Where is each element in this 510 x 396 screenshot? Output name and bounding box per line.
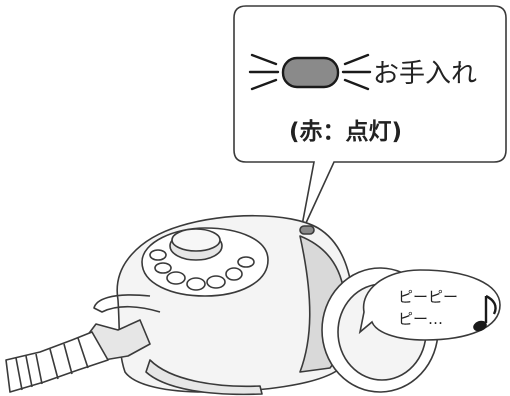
carry-handle <box>93 294 161 313</box>
front-bumper <box>145 359 263 396</box>
control-button <box>206 275 226 289</box>
hose-ribs <box>15 337 89 391</box>
light-rays-right <box>341 53 372 91</box>
indicator-status-text: (赤：点灯) <box>289 119 402 145</box>
eighth-note-icon <box>473 294 497 332</box>
control-button <box>154 262 172 274</box>
indicator-callout: お手入れ (赤：点灯) <box>233 5 507 237</box>
control-button <box>186 277 206 291</box>
control-button <box>149 249 167 261</box>
sound-bubble-frame <box>358 269 501 341</box>
control-button <box>225 267 243 281</box>
control-button <box>166 271 186 285</box>
body-indicator-lamp-icon <box>299 225 315 235</box>
beep-text-line1: ピーピー <box>398 288 458 306</box>
control-knob-top <box>171 228 221 252</box>
control-button <box>237 256 255 268</box>
indicator-label: お手入れ <box>373 59 477 89</box>
control-buttons <box>149 249 255 291</box>
beep-sound-bubble: ピーピー ピー… <box>358 269 501 341</box>
maintenance-indicator-lamp-icon <box>281 56 340 89</box>
beep-text-line2: ピー… <box>398 310 443 328</box>
light-rays-left <box>248 53 280 91</box>
